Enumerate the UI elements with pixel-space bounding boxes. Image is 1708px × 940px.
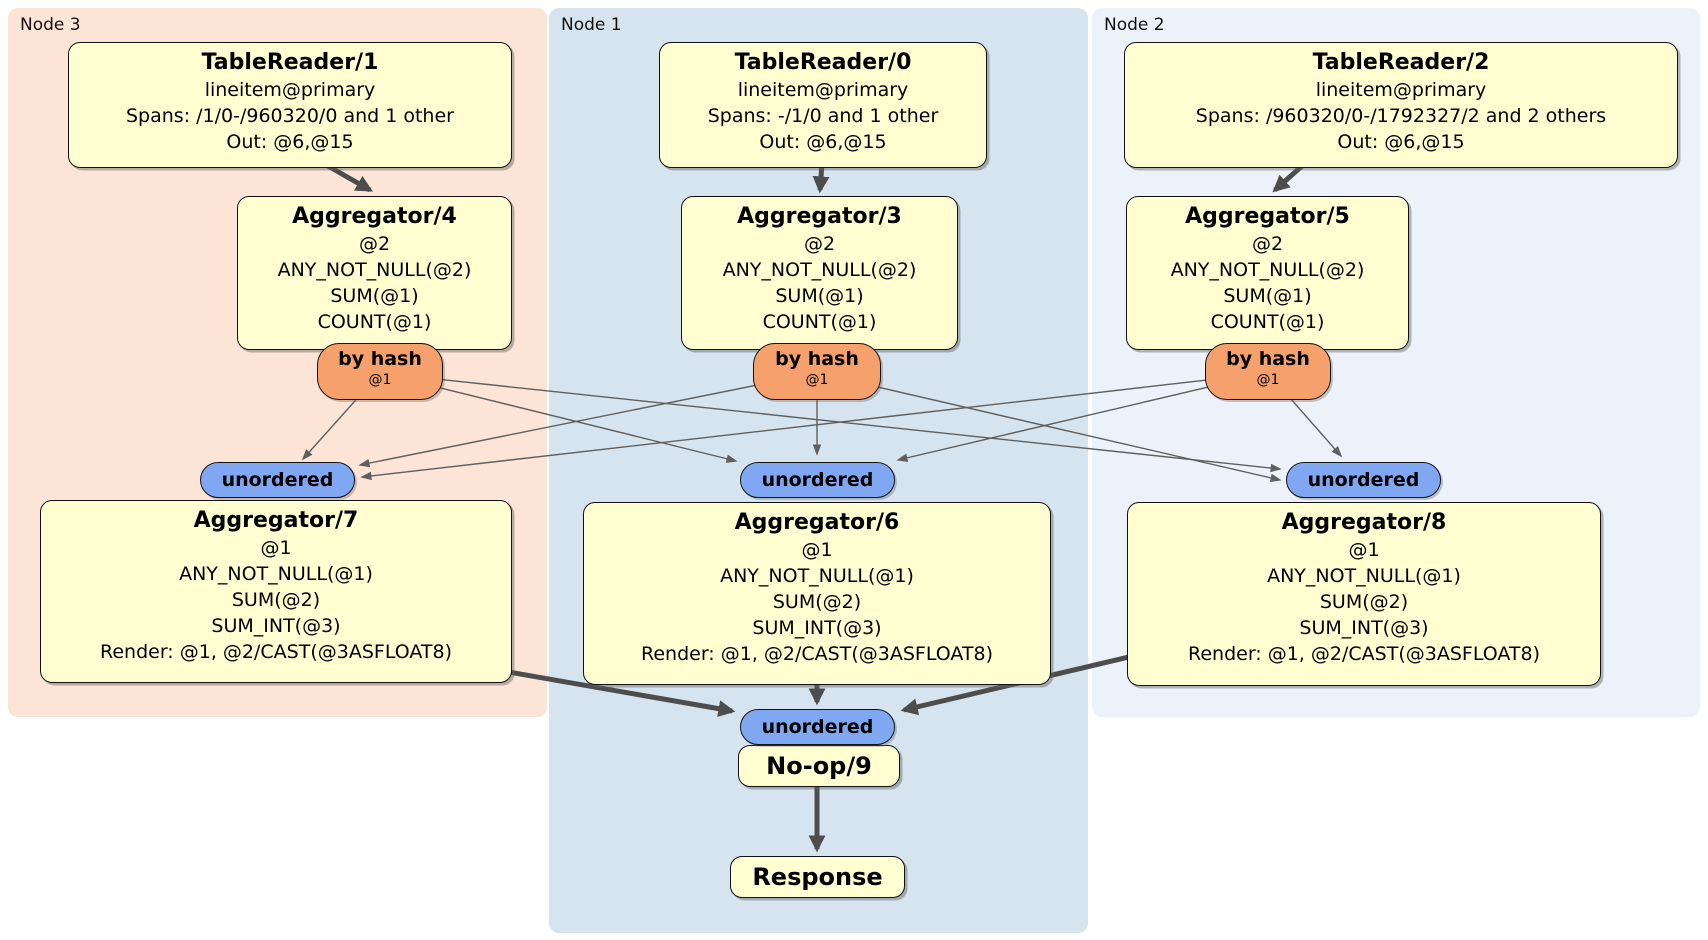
processor-detail: ANY_NOT_NULL(@1) [1267, 565, 1461, 587]
processor-detail: Render: @1, @2/CAST(@3ASFLOAT8) [100, 641, 452, 663]
processor-detail: SUM_INT(@3) [211, 615, 341, 637]
processor-detail: COUNT(@1) [762, 311, 877, 333]
processor-detail: Out: @6,@15 [759, 131, 887, 153]
sync-label: unordered [221, 469, 334, 491]
processor-title: Aggregator/5 [1185, 204, 1350, 229]
processor-noop9: No-op/9 [738, 745, 900, 787]
router-byhash-node1: by hash @1 [753, 343, 881, 400]
processor-title: Aggregator/8 [1281, 510, 1447, 535]
processor-detail: @2 [803, 233, 836, 255]
processor-detail: Out: @6,@15 [1337, 131, 1465, 153]
processor-detail: ANY_NOT_NULL(@2) [722, 259, 917, 281]
sync-label: unordered [761, 469, 874, 491]
node1-label: Node 1 [561, 15, 622, 35]
processor-detail: Out: @6,@15 [226, 131, 354, 153]
processor-aggregator6: Aggregator/6 @1 ANY_NOT_NULL(@1) SUM(@2)… [583, 502, 1051, 685]
processor-detail: Spans: /1/0-/960320/0 and 1 other [126, 105, 454, 127]
router-byhash-node3: by hash @1 [317, 343, 443, 400]
processor-detail: Render: @1, @2/CAST(@3ASFLOAT8) [1188, 643, 1540, 665]
processor-detail: lineitem@primary [1315, 79, 1487, 101]
processor-title: Aggregator/3 [737, 204, 902, 229]
processor-title: No-op/9 [766, 752, 872, 780]
processor-detail: ANY_NOT_NULL(@2) [277, 259, 472, 281]
processor-detail: SUM(@2) [1319, 591, 1409, 613]
sync-unordered-node3: unordered [200, 462, 355, 498]
processor-title: Aggregator/7 [193, 508, 359, 533]
processor-detail: COUNT(@1) [317, 311, 432, 333]
router-label: by hash [775, 348, 859, 370]
router-key: @1 [368, 372, 392, 388]
processor-detail: lineitem@primary [737, 79, 909, 101]
edge-byhash2-unordered3 [360, 372, 1269, 481]
processor-title: Aggregator/6 [734, 510, 900, 535]
processor-aggregator8: Aggregator/8 @1 ANY_NOT_NULL(@1) SUM(@2)… [1127, 502, 1601, 686]
processor-tablereader0: TableReader/0 lineitem@primary Spans: -/… [659, 42, 987, 168]
processor-detail: @1 [801, 539, 833, 561]
processor-title: Aggregator/4 [292, 204, 457, 229]
processor-detail: ANY_NOT_NULL(@1) [720, 565, 914, 587]
processor-detail: COUNT(@1) [1210, 311, 1325, 333]
processor-detail: SUM(@1) [775, 285, 864, 307]
processor-title: TableReader/2 [1312, 50, 1490, 75]
processor-title: TableReader/1 [201, 50, 379, 75]
processor-detail: Render: @1, @2/CAST(@3ASFLOAT8) [641, 643, 993, 665]
sync-unordered-node1: unordered [740, 462, 895, 498]
edge-byhash3-unordered2 [379, 372, 1282, 473]
processor-aggregator3: Aggregator/3 @2 ANY_NOT_NULL(@2) SUM(@1)… [681, 196, 958, 350]
router-key: @1 [1256, 372, 1280, 388]
sync-label: unordered [761, 716, 874, 738]
processor-aggregator4: Aggregator/4 @2 ANY_NOT_NULL(@2) SUM(@1)… [237, 196, 512, 350]
processor-detail: @2 [358, 233, 391, 255]
processor-detail: SUM_INT(@3) [1299, 617, 1429, 639]
node2-label: Node 2 [1104, 15, 1165, 35]
processor-detail: @1 [1348, 539, 1380, 561]
router-label: by hash [338, 348, 422, 370]
processor-detail: Spans: /960320/0-/1792327/2 and 2 others [1195, 105, 1607, 127]
router-label: by hash [1226, 348, 1310, 370]
processor-detail: ANY_NOT_NULL(@1) [179, 563, 373, 585]
processor-aggregator7: Aggregator/7 @1 ANY_NOT_NULL(@1) SUM(@2)… [40, 500, 512, 683]
sync-unordered-node2: unordered [1286, 462, 1441, 498]
edge-byhash1-unordered2 [816, 372, 1282, 483]
processor-detail: lineitem@primary [204, 79, 376, 101]
processor-detail: SUM(@1) [330, 285, 419, 307]
sync-unordered-final: unordered [740, 709, 895, 745]
processor-detail: ANY_NOT_NULL(@2) [1170, 259, 1365, 281]
processor-aggregator5: Aggregator/5 @2 ANY_NOT_NULL(@2) SUM(@1)… [1126, 196, 1409, 350]
processor-detail: SUM(@1) [1223, 285, 1312, 307]
processor-detail: SUM(@2) [231, 589, 321, 611]
sync-label: unordered [1307, 469, 1420, 491]
processor-detail: SUM_INT(@3) [752, 617, 882, 639]
processor-detail: SUM(@2) [772, 591, 862, 613]
processor-title: TableReader/0 [734, 50, 912, 75]
processor-response: Response [730, 856, 905, 898]
processor-tablereader1: TableReader/1 lineitem@primary Spans: /1… [68, 42, 512, 168]
router-byhash-node2: by hash @1 [1205, 343, 1331, 400]
processor-detail: @1 [260, 537, 292, 559]
processor-tablereader2: TableReader/2 lineitem@primary Spans: /9… [1124, 42, 1678, 168]
processor-detail: @2 [1251, 233, 1284, 255]
router-key: @1 [805, 372, 829, 388]
processor-detail: Spans: -/1/0 and 1 other [707, 105, 939, 127]
node3-label: Node 3 [20, 15, 81, 35]
processor-title: Response [752, 863, 883, 891]
edge-byhash1-unordered3 [358, 372, 818, 468]
